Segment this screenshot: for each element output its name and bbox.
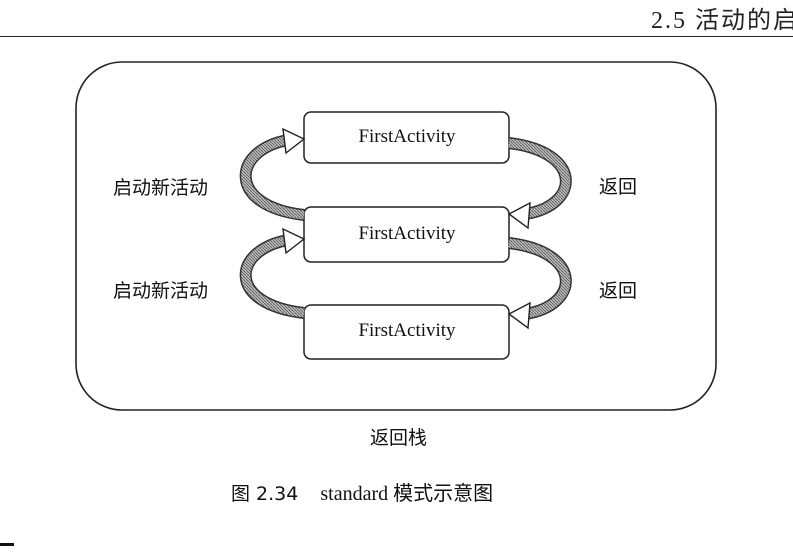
activity-label-top: FirstActivity — [358, 126, 456, 147]
figure-caption: 图 2.34 standard 模式示意图 — [231, 477, 493, 506]
activity-box-top — [303, 111, 510, 164]
launch-label-upper: 启动新活动 — [113, 177, 209, 199]
page-edge-mark — [0, 543, 14, 546]
header-rule — [0, 36, 793, 37]
back-arrow-upper — [507, 137, 572, 230]
back-arrow-lower — [507, 237, 572, 330]
back-label-lower: 返回 — [599, 280, 638, 302]
activity-label-bottom: FirstActivity — [358, 320, 456, 341]
running-head: 2.5 活动的启 — [651, 8, 793, 34]
back-stack-container — [75, 61, 717, 411]
back-stack-label: 返回栈 — [370, 427, 428, 449]
activity-box-bottom — [303, 304, 510, 360]
launch-arrow-lower — [239, 227, 306, 319]
back-label-upper: 返回 — [599, 176, 638, 198]
launch-arrow-upper — [239, 127, 306, 221]
launch-label-lower: 启动新活动 — [113, 280, 209, 302]
activity-box-middle — [303, 206, 510, 263]
figure-caption-text: standard 模式示意图 — [320, 483, 494, 505]
activity-label-middle: FirstActivity — [358, 223, 456, 244]
figure-number: 图 2.34 — [231, 483, 299, 505]
